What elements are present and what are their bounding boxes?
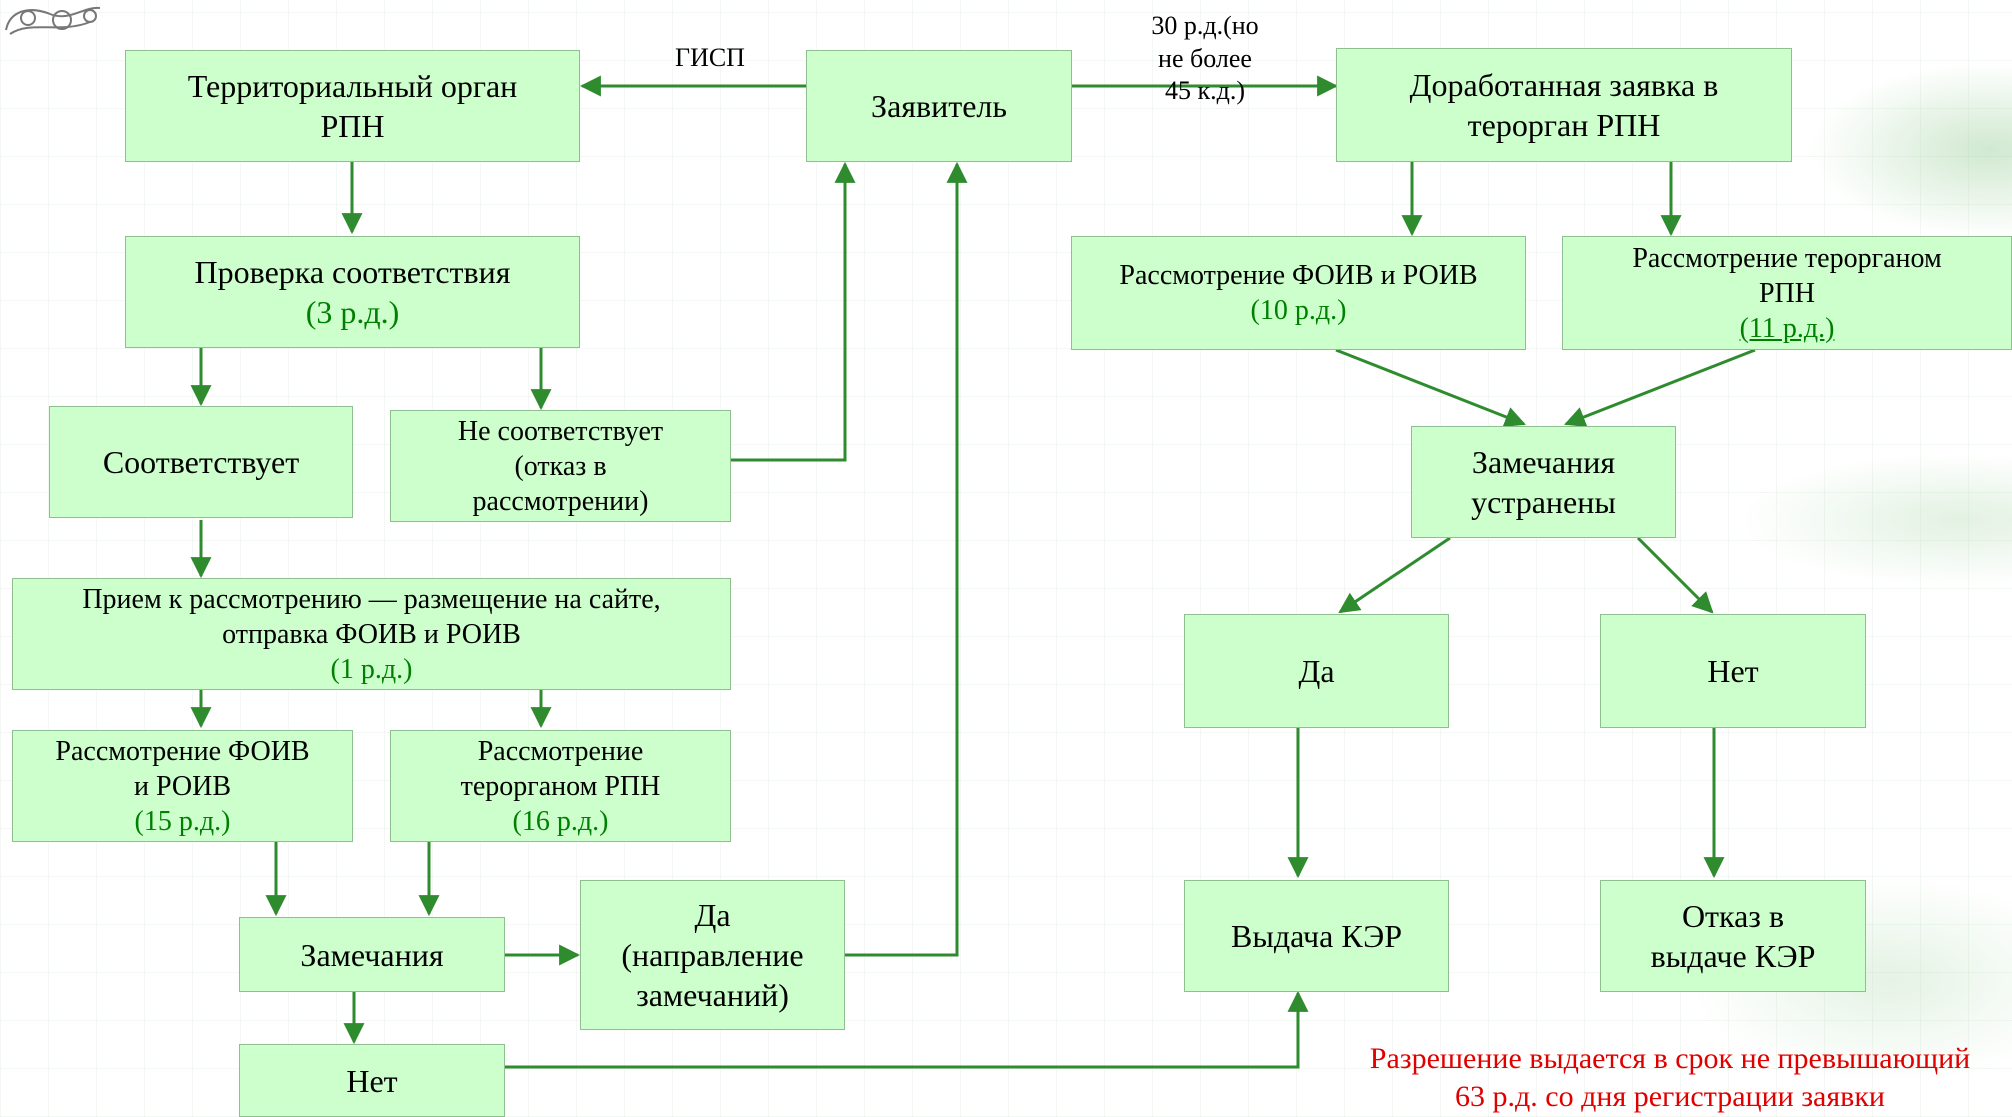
acceptance-box: Прием к рассмотрению — размещение на сай… [12, 578, 731, 690]
rpn-review-right-box: Рассмотрение терорганом РПН (11 р.д.) [1562, 236, 2012, 350]
arrow-fixed-to-yes [1338, 536, 1451, 614]
rpn-review-left-box: Рассмотрение терорганом РПН (16 р.д.) [390, 730, 731, 842]
foiv-review-right-box: Рассмотрение ФОИВ и РОИВ (10 р.д.) [1071, 236, 1526, 350]
yes-remarks-box: Да (направление замечаний) [580, 880, 845, 1030]
no-left-box: Нет [239, 1044, 505, 1117]
remarks-fixed-box: Замечания устранены [1411, 426, 1676, 538]
revised-application-box: Доработанная заявка в терорган РПН [1336, 48, 1792, 162]
arrow-fixed-to-no [1636, 536, 1714, 614]
compliant-box: Соответствует [49, 406, 353, 518]
territorial-body-box: Территориальный орган РПН [125, 50, 580, 162]
arrow-noncompliant-to-applicant [731, 161, 856, 462]
foiv-review-right-days: (10 р.д.) [1250, 295, 1347, 326]
arrow-rpn-right-to-fixed [1564, 348, 1756, 427]
arrow-no-to-issue [505, 990, 1309, 1069]
logo-icon [5, 6, 101, 35]
deadline-note: Разрешение выдается в срок не превышающи… [1369, 1042, 1971, 1113]
issue-ker-box: Выдача КЭР [1184, 880, 1449, 992]
arrow-foiv-right-to-fixed [1335, 348, 1526, 427]
remarks-box: Замечания [239, 917, 505, 992]
foiv-review-left-box: Рассмотрение ФОИВ и РОИВ (15 р.д.) [12, 730, 353, 842]
compliance-check-box: Проверка соответствия (3 р.д.) [125, 236, 580, 348]
rpn-review-left-days: (16 р.д.) [512, 805, 609, 837]
deadline-label: 30 р.д.(но не более 45 к.д.) [1151, 11, 1259, 105]
rpn-review-right-days: (11 р.д.) [1739, 312, 1835, 344]
yes-right-box: Да [1184, 614, 1449, 728]
acceptance-days: (1 р.д.) [330, 653, 413, 685]
gisp-label: ГИСП [675, 43, 745, 72]
refuse-ker-box: Отказ в выдаче КЭР [1600, 880, 1866, 992]
arrow-yes-to-applicant [845, 161, 968, 957]
foiv-review-left-days: (15 р.д.) [134, 805, 231, 837]
non-compliant-box: Не соответствует (отказ в рассмотрении) [390, 410, 731, 522]
no-right-box: Нет [1600, 614, 1866, 728]
applicant-box: Заявитель [806, 50, 1072, 162]
compliance-check-days: (3 р.д.) [305, 294, 400, 330]
